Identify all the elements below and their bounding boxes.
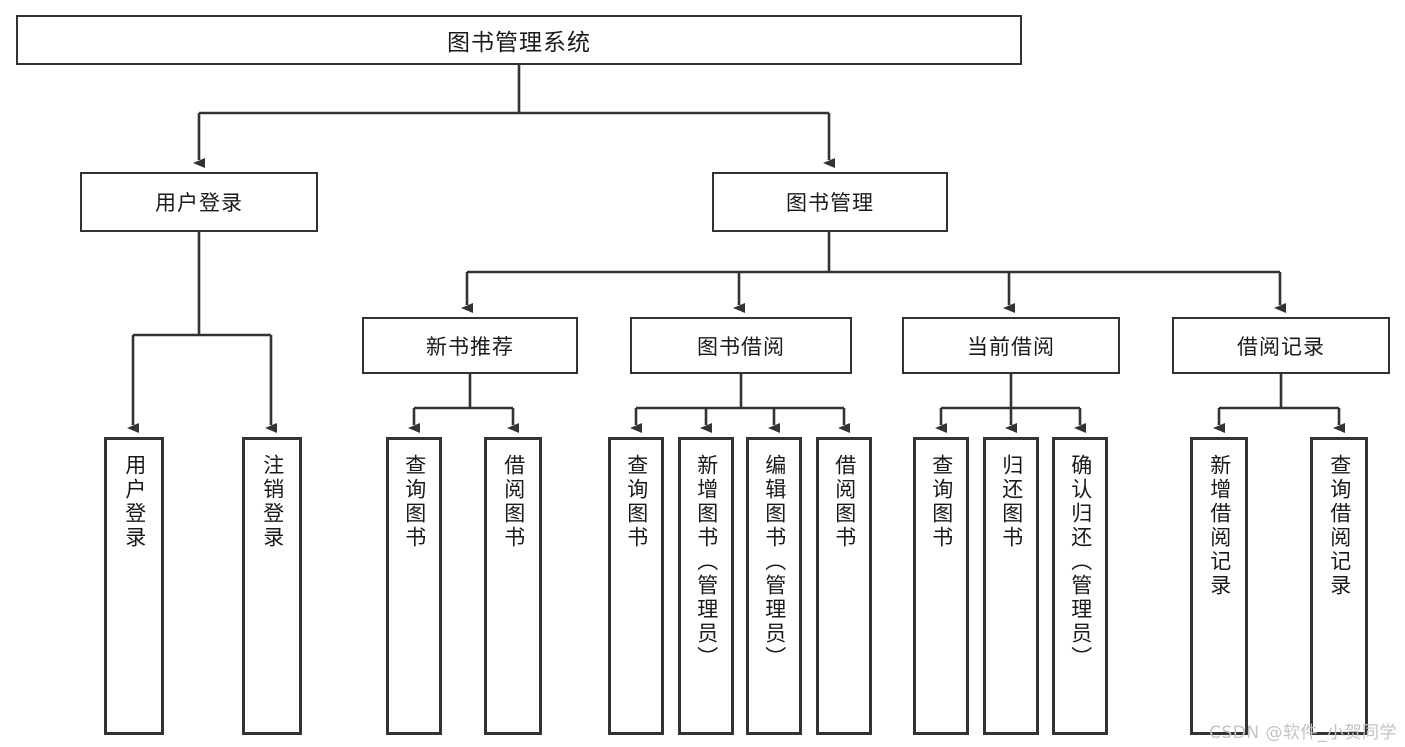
node-new-book-recommendation[interactable]: 新书推荐 — [362, 317, 578, 374]
node-label: 借阅图书 — [832, 454, 857, 550]
watermark-text: CSDN @软件_小贺同学 — [1209, 723, 1397, 743]
node-label: 新增图书（管理员） — [694, 454, 719, 670]
node-borrow-records[interactable]: 借阅记录 — [1172, 317, 1390, 374]
leaf-node[interactable]: 借阅图书 — [816, 437, 872, 735]
node-label: 当前借阅 — [967, 334, 1055, 359]
node-label: 确认归还（管理员） — [1068, 454, 1093, 670]
node-book-borrowing[interactable]: 图书借阅 — [630, 317, 852, 374]
node-label: 借阅图书 — [501, 454, 526, 550]
leaf-node[interactable]: 查询借阅记录 — [1310, 437, 1368, 735]
node-label: 用户登录 — [155, 191, 243, 215]
leaf-node[interactable]: 确认归还（管理员） — [1052, 437, 1108, 735]
node-label: 归还图书 — [999, 454, 1024, 550]
node-root-book-management-system[interactable]: 图书管理系统 — [16, 15, 1022, 65]
leaf-node[interactable]: 查询图书 — [608, 437, 664, 735]
node-label: 新增借阅记录 — [1207, 454, 1232, 598]
node-label: 图书借阅 — [697, 334, 785, 359]
node-label: 查询图书 — [929, 454, 954, 550]
leaf-node[interactable]: 新增图书（管理员） — [678, 437, 734, 735]
node-label: 新书推荐 — [426, 334, 514, 359]
leaf-node[interactable]: 新增借阅记录 — [1190, 437, 1248, 735]
leaf-node[interactable]: 用户登录 — [104, 437, 164, 735]
leaf-node[interactable]: 编辑图书（管理员） — [746, 437, 802, 735]
node-book-management[interactable]: 图书管理 — [712, 172, 948, 232]
node-label: 借阅记录 — [1237, 334, 1325, 359]
leaf-node[interactable]: 查询图书 — [913, 437, 969, 735]
leaf-node[interactable]: 归还图书 — [983, 437, 1039, 735]
node-label: 用户登录 — [122, 454, 147, 550]
leaf-node[interactable]: 查询图书 — [386, 437, 442, 735]
leaf-node[interactable]: 借阅图书 — [484, 437, 542, 735]
node-user-login[interactable]: 用户登录 — [80, 172, 318, 232]
node-current-borrowing[interactable]: 当前借阅 — [902, 317, 1120, 374]
node-label: 图书管理 — [786, 191, 874, 215]
node-label: 注销登录 — [260, 454, 285, 550]
node-label: 查询借阅记录 — [1327, 454, 1352, 598]
node-label: 查询图书 — [624, 454, 649, 550]
node-label: 图书管理系统 — [447, 30, 591, 56]
leaf-node[interactable]: 注销登录 — [242, 437, 302, 735]
node-label: 编辑图书（管理员） — [762, 454, 787, 670]
node-label: 查询图书 — [402, 454, 427, 550]
